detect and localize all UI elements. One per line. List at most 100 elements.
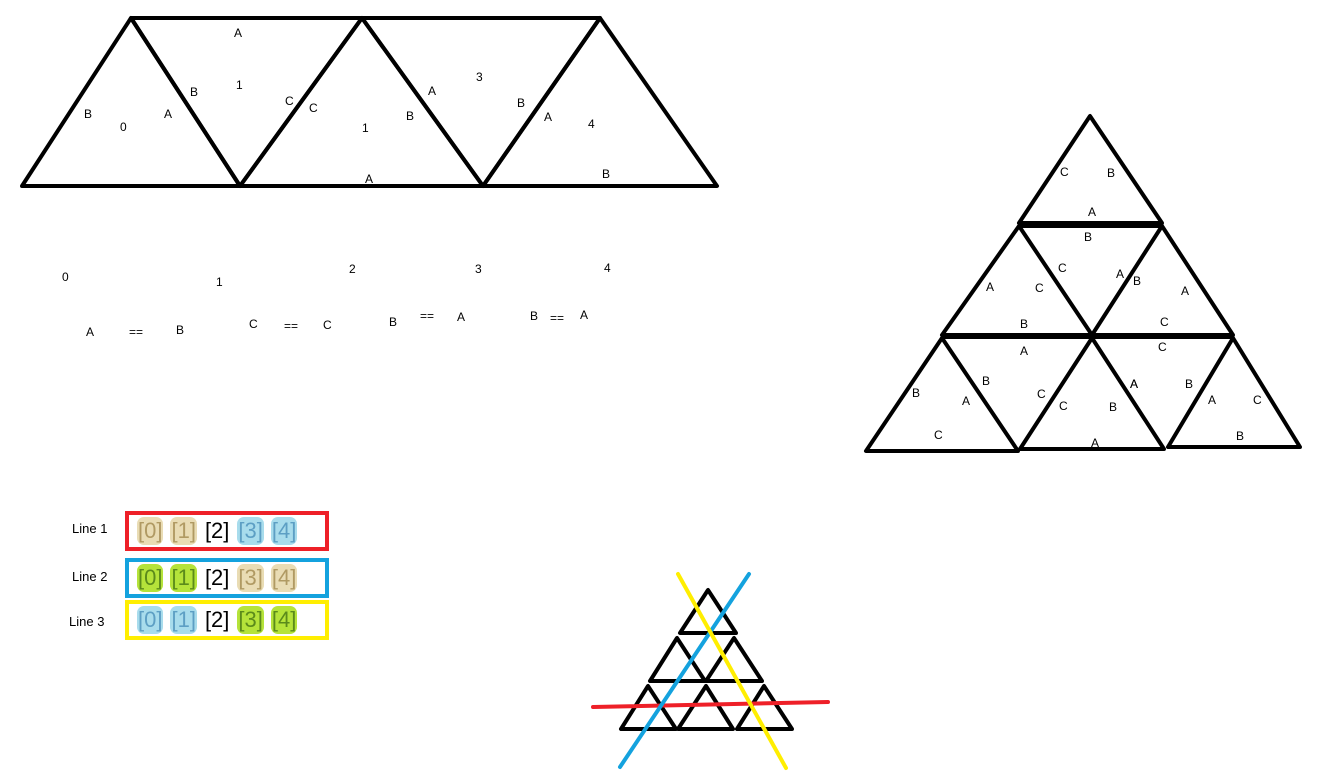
big-triangle-label: B xyxy=(982,374,990,388)
big-triangle-label: A xyxy=(962,394,970,408)
strip-edge-label: A xyxy=(234,26,242,40)
small-triangle xyxy=(648,636,707,683)
big-triangle-label: B xyxy=(1185,377,1193,391)
big-triangle-label: B xyxy=(1236,429,1244,443)
equality-left: C xyxy=(249,317,258,331)
big-triangle-label: A xyxy=(986,280,994,294)
big-triangle-label: A xyxy=(1020,344,1028,358)
strip-edge-label: 3 xyxy=(476,70,483,84)
equality-right: A xyxy=(580,308,588,322)
equality-right: A xyxy=(457,310,465,324)
token-0: [0] xyxy=(137,517,164,545)
token-4: [4] xyxy=(270,564,298,592)
big-triangle-label: B xyxy=(1020,317,1028,331)
big-triangle-label: A xyxy=(1181,284,1189,298)
big-triangle-bottom-right xyxy=(1166,336,1302,449)
big-triangle-label: B xyxy=(1109,400,1117,414)
strip-edge-label: B xyxy=(517,96,525,110)
relation-index: 1 xyxy=(216,275,223,289)
equality-left: B xyxy=(389,315,397,329)
big-triangle-label: C xyxy=(1035,281,1044,295)
strip-edge-label: A xyxy=(164,107,172,121)
relation-index: 2 xyxy=(349,262,356,276)
big-triangle-mid-left xyxy=(940,224,1094,337)
strip-triangle-numbers: 0 1 4 xyxy=(120,117,595,135)
small-triangle xyxy=(676,684,735,731)
strip-number-2: 4 xyxy=(588,117,595,131)
big-triangle-label: B xyxy=(912,386,920,400)
big-triangle-label: B xyxy=(1084,230,1092,244)
line-label: Line 3 xyxy=(69,614,105,629)
big-triangle-top xyxy=(1017,114,1164,225)
big-triangle-label: A xyxy=(1130,377,1138,391)
big-triangle-labels: C B A B C A A B A C A B C C A B B A C C … xyxy=(912,165,1262,450)
strip-number-0: 0 xyxy=(120,120,127,134)
token-2: [2] xyxy=(204,518,230,543)
cut-line-yellow xyxy=(676,572,788,770)
cut-lines xyxy=(591,572,830,770)
strip-edge-label: A xyxy=(428,84,436,98)
token-3: [3] xyxy=(237,564,264,592)
relation-index: 4 xyxy=(604,261,611,275)
token-0: [0] xyxy=(137,606,164,634)
strip-edge-label: C xyxy=(309,101,318,115)
strip-edge-label: A xyxy=(544,110,552,124)
token-1: [1] xyxy=(170,517,197,545)
strip-edge-label: B xyxy=(406,109,414,123)
token-4: [4] xyxy=(270,517,298,545)
relation-index: 0 xyxy=(62,270,69,284)
big-triangle-label: B xyxy=(1133,274,1141,288)
cut-line-red xyxy=(591,700,830,709)
big-triangle-label: C xyxy=(1158,340,1167,354)
strip-number-1: 1 xyxy=(362,121,369,135)
line-label: Line 1 xyxy=(72,521,108,536)
equality-operator: == xyxy=(129,325,143,339)
big-triangle-label: C xyxy=(1059,399,1068,413)
token-1: [1] xyxy=(170,564,197,592)
big-triangle-label: A xyxy=(1116,267,1124,281)
small-triangle xyxy=(704,636,764,683)
relation-index: 3 xyxy=(475,262,482,276)
token-1: [1] xyxy=(170,606,197,634)
strip-edge-label: B xyxy=(84,107,92,121)
line-box-yellow: [0] [1] [2] [3] [4] xyxy=(125,600,329,640)
triangle-strip xyxy=(20,16,719,188)
big-triangle-label: C xyxy=(1060,165,1069,179)
big-triangle-bottom-left xyxy=(864,336,1020,453)
small-triangle-grid xyxy=(619,588,794,731)
cut-line-blue xyxy=(618,572,751,769)
big-triangle-label: C xyxy=(1037,387,1046,401)
big-triangle-label: A xyxy=(1208,393,1216,407)
token-4: [4] xyxy=(270,606,298,634)
strip-triangle-4 xyxy=(481,16,719,188)
strip-edge-label: 1 xyxy=(236,78,243,92)
equality-left: B xyxy=(530,309,538,323)
line-box-blue: [0] [1] [2] [3] [4] xyxy=(125,558,329,598)
strip-edge-label: B xyxy=(602,167,610,181)
equality-operator: == xyxy=(420,309,434,323)
strip-edge-label: A xyxy=(365,172,373,186)
big-triangle-label: C xyxy=(1058,261,1067,275)
line-label: Line 2 xyxy=(72,569,108,584)
big-triangle-label: B xyxy=(1107,166,1115,180)
big-triangle-bottom-mid xyxy=(1018,336,1166,451)
token-0: [0] xyxy=(137,564,164,592)
big-triangle-label: A xyxy=(1091,436,1099,450)
strip-triangle-0 xyxy=(20,16,242,188)
strip-triangle-3 xyxy=(360,16,602,188)
relation-indices: 0 1 2 3 4 xyxy=(62,261,611,289)
token-2: [2] xyxy=(204,565,230,590)
big-triangle-label: A xyxy=(1088,205,1096,219)
equality-left: A xyxy=(86,325,94,339)
big-triangle-label: C xyxy=(1253,393,1262,407)
strip-triangle-2 xyxy=(238,16,485,188)
token-3: [3] xyxy=(237,517,264,545)
equality-operator: == xyxy=(284,319,298,333)
big-triangle-label: C xyxy=(934,428,943,442)
strip-edge-labels: A B A B 1 C C A B 3 B A A B xyxy=(84,26,610,186)
strip-edge-label: B xyxy=(190,85,198,99)
equality-operator: == xyxy=(550,311,564,325)
equality-right: B xyxy=(176,323,184,337)
line-box-red: [0] [1] [2] [3] [4] xyxy=(125,511,329,551)
